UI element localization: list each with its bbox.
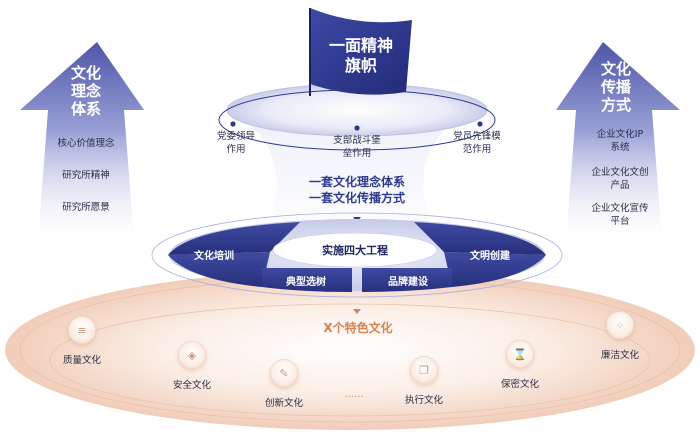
middle-orbit [151,212,563,298]
role-2-line1: 支部战斗堡 [333,135,381,146]
culture-integrity: ⁘ 廉洁文化 [580,311,660,361]
down-arrow-2 [353,309,361,314]
role-3-line1: 党员先锋模 [453,131,501,142]
right-item-1-line2: 系统 [610,142,630,153]
culture-innovation: ✎ 创新文化 [244,359,324,409]
funnel-shape [230,110,470,240]
project-branding: 品牌建设 [388,277,428,288]
role-branch-bastion: 支部战斗堡 垒作用 [326,134,388,160]
left-arrow-shape [20,42,144,240]
culture-safety-label: 安全文化 [172,380,211,391]
orbit-dot-3 [477,121,483,127]
culture-integrity-label: 廉洁文化 [600,350,639,361]
left-arrow-title: 文化 理念 体系 [56,64,116,118]
integrity-icon: ⁘ [606,311,634,339]
center-title-line2: 一套文化传播方式 [308,191,405,205]
right-item-publicity-platform: 企业文化宣传 平台 [570,202,670,228]
culture-orbit [49,303,651,417]
left-item-spirit: 研究所精神 [62,170,110,181]
left-title-1: 文化 [70,64,101,82]
right-arrow-title: 文化 传播 方式 [586,60,646,114]
role-member-vanguard: 党员先锋模 范作用 [446,130,508,156]
top-disc [227,84,487,136]
right-item-ip-system: 企业文化IP 系统 [570,128,670,154]
right-item-creative-products: 企业文化文创 产品 [570,166,670,192]
execution-icon: ❐ [410,356,438,384]
culture-execution-label: 执行文化 [404,395,443,406]
right-arrow-shape [556,42,680,240]
culture-confidentiality: ⌛ 保密文化 [480,340,560,390]
seg-right-top [414,222,546,255]
left-item-vision: 研究所愿景 [62,202,110,213]
role-1-line1: 党委领导 [216,131,255,142]
project-civilization: 文明创建 [470,251,510,262]
culture-confidentiality-label: 保密文化 [500,379,539,390]
seg-left-bottom [168,252,270,287]
culture-quality: ≡ 质量文化 [42,316,122,366]
culture-ellipsis: ...... [344,389,364,400]
right-item-2-line2: 产品 [610,180,630,191]
role-1-line2: 作用 [226,144,246,155]
left-title-3: 体系 [70,100,101,118]
right-item-2-line1: 企业文化文创 [591,167,649,178]
seg-right-bottom [444,252,546,287]
culture-quality-label: 质量文化 [62,355,101,366]
orbit-dot-2 [354,125,360,131]
left-title-2: 理念 [70,82,101,100]
role-3-line2: 范作用 [462,144,492,155]
right-title-1: 文化 [600,60,631,78]
base-ellipse [5,270,695,430]
flag-line2: 旗帜 [344,56,377,75]
culture-safety: ◈ 安全文化 [152,341,232,391]
flag-label: 一面精神 旗帜 [316,36,406,76]
right-title-3: 方式 [600,96,631,114]
center-pill [272,232,438,268]
right-item-1-line1: 企业文化IP [596,129,644,140]
flag-line1: 一面精神 [328,36,393,55]
right-item-3-line2: 平台 [610,216,630,227]
project-role-models: 典型选树 [286,277,326,288]
x-culture-title: X个特色文化 [323,321,393,335]
left-item-core-values: 核心价值理念 [57,138,115,149]
innovation-icon: ✎ [270,359,298,387]
right-title-2: 传播 [600,78,631,96]
culture-execution: ❐ 执行文化 [384,356,464,406]
right-item-3-line1: 企业文化宣传 [591,203,649,214]
confidentiality-icon: ⌛ [506,340,534,368]
center-title-line1: 一套文化理念体系 [308,175,405,189]
project-training: 文化培训 [194,251,234,262]
flag-icon [310,8,412,95]
orbit-dot-1 [230,121,236,127]
quality-icon: ≡ [68,316,96,344]
seg-bottom-right [362,268,452,292]
culture-innovation-label: 创新文化 [264,398,303,409]
center-title: 一套文化理念体系 一套文化传播方式 [277,174,437,206]
seg-left-top [168,222,300,255]
role-2-line2: 垒作用 [342,148,372,159]
seg-bottom-left [262,268,352,292]
role-party-committee: 党委领导 作用 [212,130,260,156]
project-center-label: 实施四大工程 [322,244,388,257]
safety-icon: ◈ [178,341,206,369]
